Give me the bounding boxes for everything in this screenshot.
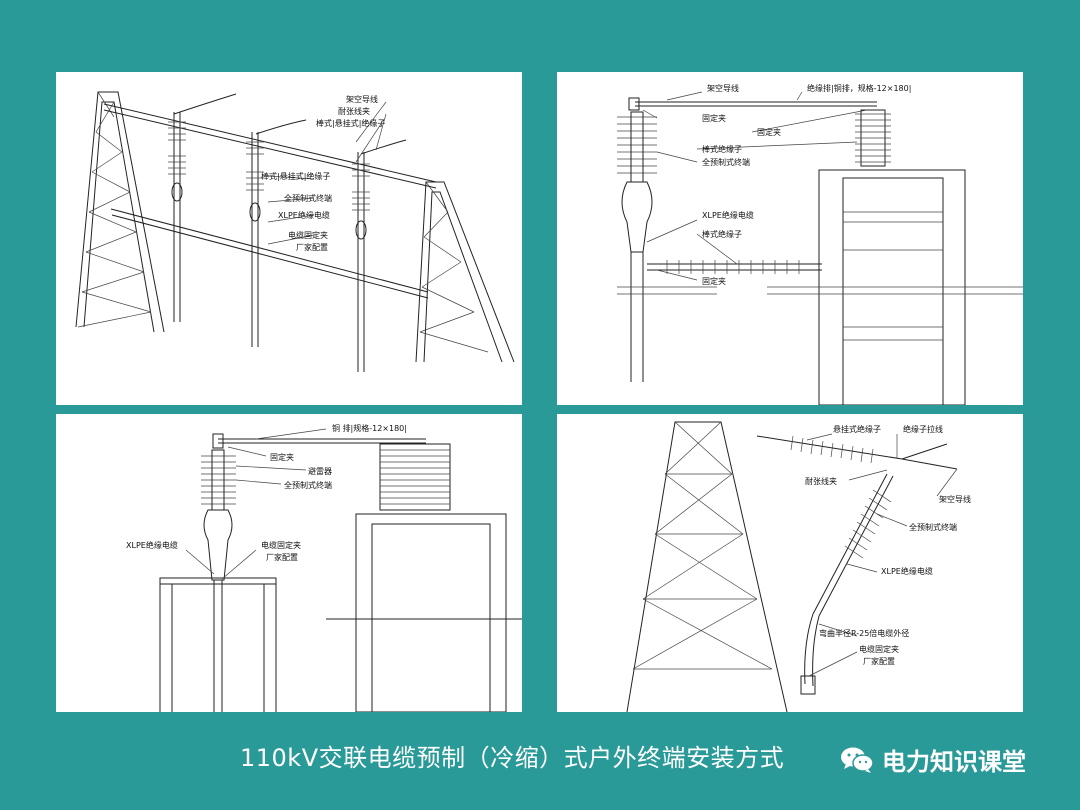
label-prefab-terminal: 全预制式终端 xyxy=(284,193,332,203)
tower-side-drawing: 悬挂式绝缘子 绝缘子拉线 耐张线夹 架空导线 全预制式终端 XLPE绝缘电缆 弯… xyxy=(626,421,971,712)
support-frame-left xyxy=(159,577,277,712)
label-insulator-mid: 棒式|悬挂式|绝缘子 xyxy=(261,171,330,181)
label-strain-clamp: 耐张线夹 xyxy=(338,106,370,116)
label-copper-busbar: 铜 排|规格-12×180| xyxy=(332,423,407,433)
label-xlpe-cable: XLPE绝缘电缆 xyxy=(126,540,178,550)
inclined-terminal xyxy=(800,473,894,695)
label-xlpe-cable: XLPE绝缘电缆 xyxy=(278,210,330,220)
label-prefab-terminal: 全预制式终端 xyxy=(702,157,750,167)
label-surge-arrester: 避雷器 xyxy=(308,466,332,476)
suspension-insulator xyxy=(756,435,958,470)
label-manufacturer: 厂家配置 xyxy=(863,656,895,666)
label-suspension-insulator: 悬挂式绝缘子 xyxy=(833,424,881,434)
label-insulator-guy-wire: 绝缘子拉线 xyxy=(903,424,943,434)
label-xlpe-cable: XLPE绝缘电缆 xyxy=(881,566,933,576)
surge-arrester xyxy=(355,443,507,712)
cable-terminal-3 xyxy=(352,139,407,372)
brand-name: 电力知识课堂 xyxy=(882,748,1026,776)
cable-terminal-2 xyxy=(246,119,307,347)
cable-terminal-1 xyxy=(168,93,237,322)
label-fixing-clamp-1: 固定夹 xyxy=(702,113,726,123)
post-insulator-horizontal xyxy=(647,260,822,274)
label-cable-clamp: 电缆固定夹 xyxy=(859,644,899,654)
label-prefab-terminal: 全预制式终端 xyxy=(909,522,957,532)
cable-terminal xyxy=(201,433,426,712)
diagram-panel-tower-side-installation: 悬挂式绝缘子 绝缘子拉线 耐张线夹 架空导线 全预制式终端 XLPE绝缘电缆 弯… xyxy=(557,414,1023,712)
label-overhead-conductor: 架空导线 xyxy=(939,494,971,504)
label-bend-radius: 弯曲半径R-25倍电缆外径 xyxy=(819,628,909,638)
label-manufacturer: 厂家配置 xyxy=(266,552,298,562)
label-overhead-conductor: 架空导线 xyxy=(346,94,378,104)
lower-crossarm xyxy=(110,208,429,293)
label-post-insulator-2: 棒式绝缘子 xyxy=(702,229,742,239)
wechat-icon xyxy=(841,747,874,773)
label-prefab-terminal: 全预制式终端 xyxy=(284,480,332,490)
slide-caption: 110kV交联电缆预制（冷缩）式户外终端安装方式 xyxy=(240,744,785,772)
wall-installation-drawing: 架空导线 绝缘排|铜排，规格-12×180| 固定夹 固定夹 棒式绝缘子 全预制… xyxy=(617,83,1023,405)
right-lattice-tower xyxy=(415,181,515,363)
cable-terminal xyxy=(617,97,877,382)
label-overhead-conductor: 架空导线 xyxy=(707,83,739,93)
label-insulator-top: 棒式|悬挂式|绝缘子 xyxy=(316,118,385,128)
lattice-tower xyxy=(626,421,788,712)
diagram-panel-arrester-installation: 铜 排|规格-12×180| 固定夹 避雷器 全预制式终端 XLPE绝缘电缆 电… xyxy=(56,414,522,712)
tower-installation-drawing: 架空导线 耐张线夹 棒式|悬挂式|绝缘子 棒式|悬挂式|绝缘子 全预制式终端 X… xyxy=(75,91,515,372)
diagram-panel-tower-installation: 架空导线 耐张线夹 棒式|悬挂式|绝缘子 棒式|悬挂式|绝缘子 全预制式终端 X… xyxy=(56,72,522,405)
label-cable-clamp: 电缆固定夹 xyxy=(261,540,301,550)
label-busbar-spec: 绝缘排|铜排，规格-12×180| xyxy=(807,83,911,93)
label-fixing-clamp-3: 固定夹 xyxy=(702,276,726,286)
brand-watermark: 电力知识课堂 xyxy=(840,742,1026,777)
label-strain-clamp: 耐张线夹 xyxy=(805,476,837,486)
label-cable-clamp: 电缆固定夹 xyxy=(288,230,328,240)
diagram-panel-wall-installation: 架空导线 绝缘排|铜排，规格-12×180| 固定夹 固定夹 棒式绝缘子 全预制… xyxy=(557,72,1023,405)
label-fixing-clamp: 固定夹 xyxy=(270,452,294,462)
upper-crossarm xyxy=(103,103,437,183)
building-wall xyxy=(818,169,966,405)
label-post-insulator-1: 棒式绝缘子 xyxy=(702,144,742,154)
post-insulator-vertical xyxy=(855,109,891,167)
arrester-installation-drawing: 铜 排|规格-12×180| 固定夹 避雷器 全预制式终端 XLPE绝缘电缆 电… xyxy=(126,423,522,712)
label-manufacturer: 厂家配置 xyxy=(296,242,328,252)
label-fixing-clamp-2: 固定夹 xyxy=(757,127,781,137)
label-xlpe-cable: XLPE绝缘电缆 xyxy=(702,210,754,220)
left-lattice-tower xyxy=(75,91,165,333)
